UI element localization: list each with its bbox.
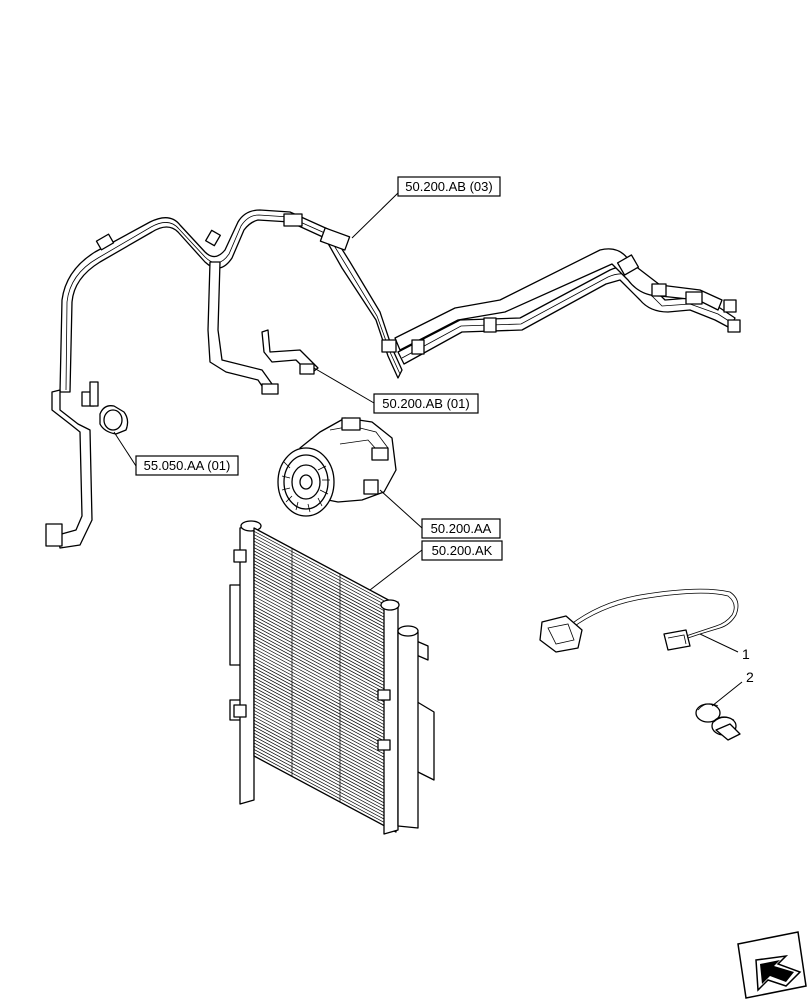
- condenser-fin: [253, 723, 397, 800]
- condenser-fin: [253, 570, 397, 647]
- condenser-fin: [253, 641, 397, 719]
- condenser-fin: [253, 661, 397, 738]
- condenser-fin: [253, 622, 397, 699]
- condenser-fin: [253, 648, 397, 725]
- ref-label-pressure-switch: 55.050.AA (01): [144, 458, 231, 473]
- ac-compressor[interactable]: [277, 417, 397, 517]
- callout-number-2: 2: [746, 669, 754, 685]
- refrigerant-hose-assembly[interactable]: [59, 209, 741, 395]
- condenser-fin: [253, 557, 397, 634]
- ref-label-compressor: 50.200.AA: [431, 521, 492, 536]
- condenser-fin: [253, 612, 397, 689]
- condenser-fin: [253, 657, 397, 735]
- condenser-fin: [253, 615, 397, 693]
- condenser-fin: [253, 586, 397, 663]
- condenser-fin: [253, 677, 397, 755]
- condenser-fin: [253, 736, 397, 813]
- condenser-fin: [253, 628, 397, 706]
- ref-ac-line-03[interactable]: 50.200.AB (03): [351, 176, 501, 239]
- condenser-fin: [253, 583, 397, 660]
- condenser-fin: [253, 596, 397, 673]
- condenser-fin: [253, 671, 397, 748]
- condenser-fin: [253, 635, 397, 712]
- condenser-fin: [253, 690, 397, 768]
- condenser-fin: [253, 644, 397, 722]
- ref-compressor[interactable]: 50.200.AA: [379, 489, 501, 539]
- condenser-fin: [253, 589, 397, 667]
- condenser-fin: [253, 745, 397, 823]
- hose-clip[interactable]: [695, 703, 741, 741]
- condenser-fin: [253, 534, 397, 611]
- condenser-fin: [253, 592, 397, 670]
- condenser-fin: [253, 599, 397, 676]
- condenser-fin: [253, 697, 397, 774]
- condenser-fin: [253, 631, 397, 709]
- ref-ac-line-01[interactable]: 50.200.AB (01): [313, 367, 479, 414]
- condenser-fin: [253, 667, 397, 745]
- condenser-fin: [253, 684, 397, 761]
- condenser-fin: [253, 687, 397, 764]
- wiring-harness[interactable]: [539, 588, 739, 653]
- condenser-fin: [253, 618, 397, 696]
- condenser-fin: [253, 527, 397, 605]
- condenser-fin: [253, 573, 397, 650]
- condenser-fin: [253, 579, 397, 657]
- condenser-fin: [253, 530, 397, 608]
- condenser-fin: [253, 716, 397, 794]
- condenser-fin: [253, 547, 397, 624]
- condenser-fin: [253, 703, 397, 781]
- condenser-fin: [253, 543, 397, 621]
- ref-label-condenser: 50.200.AK: [432, 543, 493, 558]
- condenser-fin: [253, 566, 397, 644]
- condenser-fin: [253, 602, 397, 680]
- condenser-fin: [253, 674, 397, 751]
- condenser-fin: [253, 713, 397, 790]
- condenser-fin: [253, 553, 397, 631]
- condenser-fin: [253, 563, 397, 641]
- liquid-line[interactable]: [45, 381, 99, 549]
- condenser-fin: [253, 609, 397, 686]
- callout-number-1: 1: [742, 646, 750, 662]
- ref-label-ac-line-03: 50.200.AB (03): [405, 179, 492, 194]
- condenser-fin: [253, 537, 397, 615]
- condenser-fin: [253, 540, 397, 618]
- condenser-fin: [253, 576, 397, 654]
- condenser-fin: [253, 651, 397, 729]
- condenser-fin: [253, 638, 397, 716]
- condenser-fin: [253, 710, 397, 787]
- condenser-fin: [253, 560, 397, 637]
- callout-2[interactable]: 2: [711, 669, 754, 707]
- condenser-fin: [253, 739, 397, 817]
- ref-label-ac-line-01: 50.200.AB (01): [382, 396, 469, 411]
- condenser-fin: [253, 752, 397, 830]
- condenser-fin: [253, 729, 397, 807]
- condenser-fin: [253, 732, 397, 810]
- pressure-switch[interactable]: [99, 405, 129, 435]
- condenser-fin: [253, 755, 397, 833]
- condenser-fin: [253, 654, 397, 732]
- condenser-fin: [253, 706, 397, 784]
- condenser-fin: [253, 726, 397, 803]
- condenser-fin: [253, 749, 397, 826]
- ref-condenser[interactable]: 50.200.AK: [369, 540, 503, 591]
- condenser-fin: [253, 625, 397, 703]
- condenser-fins: [253, 527, 397, 833]
- ref-pressure-switch[interactable]: 55.050.AA (01): [113, 431, 239, 476]
- condenser-fin: [253, 742, 397, 820]
- condenser-fin: [253, 693, 397, 771]
- condenser-fin: [253, 550, 397, 628]
- condenser[interactable]: [229, 520, 435, 835]
- condenser-fin: [253, 680, 397, 758]
- condenser-fin: [253, 719, 397, 797]
- callout-1[interactable]: 1: [699, 633, 750, 662]
- condenser-fin: [253, 605, 397, 683]
- condenser-fin: [253, 664, 397, 742]
- condenser-fin: [253, 700, 397, 777]
- arrow-icon[interactable]: [737, 931, 807, 999]
